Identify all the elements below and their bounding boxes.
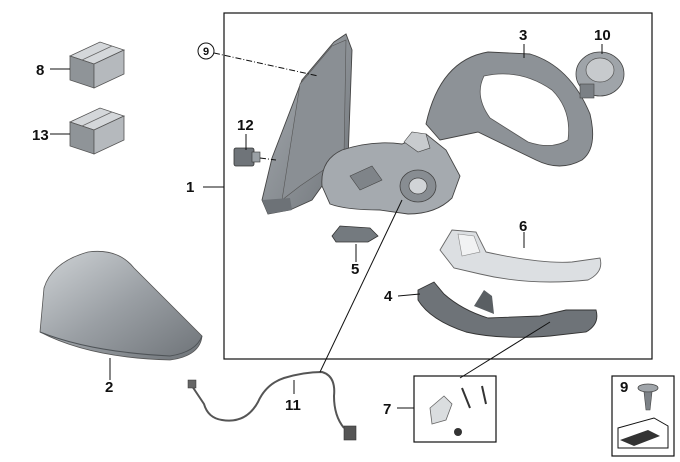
turn-signal-lens-6 (439, 229, 602, 283)
leader-11-base (319, 199, 403, 373)
callout-7: 7 (383, 401, 391, 418)
bracket-1 (203, 186, 224, 188)
assembly-frame (223, 12, 653, 360)
callout-12: 12 (237, 117, 254, 134)
package-box-13 (68, 107, 126, 155)
fastener-kit-7 (429, 385, 487, 436)
kit-frame-9 (611, 375, 675, 457)
callout-13: 13 (32, 127, 49, 144)
callout-9-box: 9 (620, 379, 628, 396)
leader-7-trim (459, 321, 551, 379)
package-box-8 (68, 41, 126, 89)
leader-4 (397, 293, 421, 297)
kit-frame-7 (413, 375, 497, 443)
reference-arrow-icon (617, 417, 669, 449)
screw-9 (637, 383, 659, 411)
callout-11: 11 (285, 397, 301, 414)
adjustment-motor-unit (321, 131, 461, 215)
callout-6: 6 (519, 218, 527, 235)
callout-2: 2 (105, 379, 113, 396)
callout-9-circle (197, 42, 215, 60)
cover-5 (331, 225, 379, 243)
adjustment-motor-10 (575, 51, 625, 99)
mirror-frame-3 (425, 51, 594, 167)
callout-9-circle-label: 9 (203, 46, 209, 58)
wiring-harness-11 (187, 370, 357, 441)
mirror-cap-2 (39, 250, 203, 361)
connector-12 (233, 147, 261, 167)
callout-8: 8 (36, 62, 44, 79)
leader-12-plug (259, 157, 277, 161)
lower-trim-4 (417, 281, 598, 338)
leader-9 (213, 52, 319, 77)
callout-4: 4 (384, 288, 393, 305)
callout-1: 1 (186, 179, 194, 196)
callout-3: 3 (519, 27, 527, 44)
callout-5: 5 (351, 261, 359, 278)
callout-10: 10 (594, 27, 611, 44)
